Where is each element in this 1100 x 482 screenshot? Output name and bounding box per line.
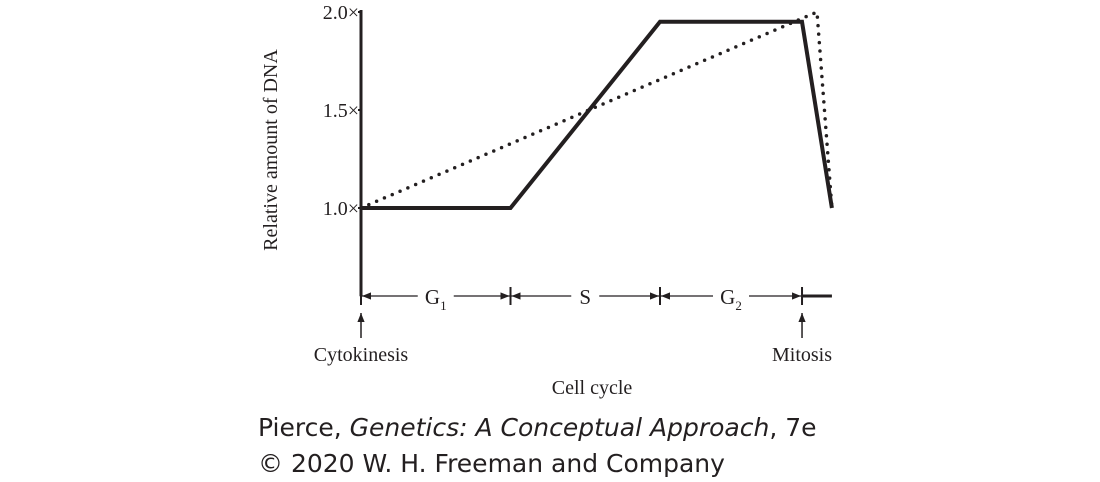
credit-edition: , 7e bbox=[769, 413, 817, 442]
x-axis-label: Cell cycle bbox=[552, 377, 633, 399]
credit-line-2: © 2020 W. H. Freeman and Company bbox=[258, 449, 725, 478]
phase-bar: G1 S G2 bbox=[360, 285, 832, 313]
data-series bbox=[359, 9, 834, 210]
phase-label-1: S bbox=[579, 285, 591, 309]
dna-content-chart: 1.0× 1.5× 2.0× G1 S G2 Cytokinesis Mitosis Re… bbox=[260, 2, 834, 399]
credit-line-1: Pierce, Genetics: A Conceptual Approach,… bbox=[258, 415, 817, 440]
credit-prefix: Pierce, bbox=[258, 413, 350, 442]
phase-label-2: G2 bbox=[720, 285, 742, 313]
y-tick-label-2: 2.0× bbox=[323, 2, 359, 24]
book-title: Genetics: A Conceptual Approach bbox=[349, 413, 770, 442]
y-axis-label: Relative amount of DNA bbox=[260, 49, 282, 251]
series-solid-line bbox=[361, 19, 834, 210]
event-markers: Cytokinesis Mitosis bbox=[314, 313, 832, 366]
y-tick-label-0: 1.0× bbox=[323, 198, 359, 220]
marker-label-1: Mitosis bbox=[772, 344, 832, 366]
phase-label-0: G1 bbox=[425, 285, 447, 313]
marker-label-0: Cytokinesis bbox=[314, 344, 409, 366]
y-tick-label-1: 1.5× bbox=[323, 100, 359, 122]
series-dotted-line bbox=[359, 9, 834, 210]
axes: 1.0× 1.5× 2.0× bbox=[323, 2, 363, 297]
